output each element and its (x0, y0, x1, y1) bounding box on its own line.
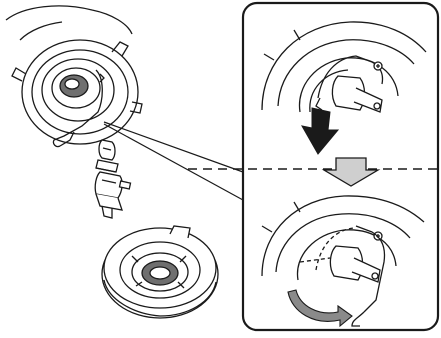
bulb-socket (95, 172, 130, 218)
halogen-bulb (96, 140, 118, 172)
headlight-housing (6, 6, 142, 144)
dust-cover (102, 226, 218, 318)
